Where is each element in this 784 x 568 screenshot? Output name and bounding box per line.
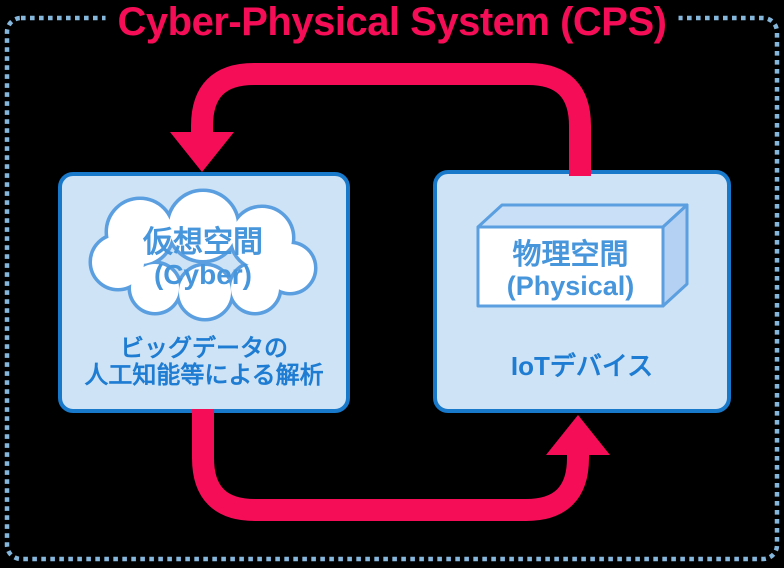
cyber-label-jp: 仮想空間 — [143, 226, 263, 259]
arrow-cyber-to-physical — [192, 409, 610, 521]
cyber-caption-line2: 人工知能等による解析 — [84, 362, 324, 389]
physical-label-jp: 物理空間 — [512, 239, 629, 271]
physical-caption: IoTデバイス — [510, 351, 654, 381]
arrowhead-up-icon — [546, 415, 610, 455]
arrow-physical-to-cyber — [170, 63, 591, 176]
cyber-caption-line1: ビッグデータの — [120, 335, 288, 362]
physical-shape-label: 物理空間 (Physical) — [478, 240, 663, 302]
cyber-caption: ビッグデータの 人工知能等による解析 — [58, 335, 350, 389]
arrowhead-down-icon — [170, 132, 234, 172]
physical-label-en: (Physical) — [506, 271, 635, 301]
cyber-shape-label: 仮想空間 (Cyber) — [93, 227, 313, 291]
cyber-label-en: (Cyber) — [153, 259, 252, 290]
diagram-title: Cyber-Physical System (CPS) — [105, 0, 679, 44]
